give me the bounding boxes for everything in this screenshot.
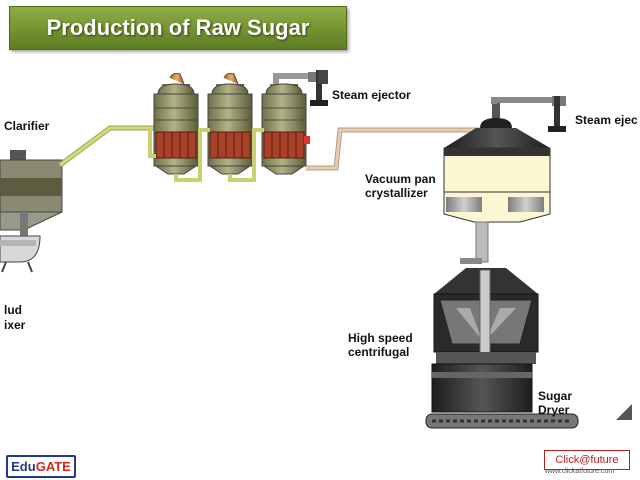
- mud-mixer-label-line2: ixer: [4, 318, 26, 332]
- juice-pipe: [58, 125, 160, 168]
- centrifugal-label-line2: centrifugal: [348, 345, 410, 359]
- title-banner: Production of Raw Sugar: [9, 6, 347, 50]
- dryer-label-line1: Sugar: [538, 389, 573, 403]
- evaporator-3: [261, 73, 310, 175]
- vacuum-pan-crystallizer: [443, 97, 555, 263]
- edugate-logo-part2: GATE: [35, 459, 71, 474]
- page-title: Production of Raw Sugar: [46, 15, 310, 40]
- evaporator-loops: [148, 128, 264, 182]
- mud-mixer-label-line1: lud: [4, 303, 22, 317]
- vacuum-pan-label-line1: Vacuum pan: [365, 172, 436, 186]
- dryer-label-line2: Dryer: [538, 403, 570, 417]
- evaporator-1: [153, 73, 199, 175]
- edugate-logo-part1: Edu: [11, 459, 36, 474]
- steam-ejector-1: [308, 70, 328, 106]
- centrifugal-label-line1: High speed: [348, 331, 413, 345]
- clickatfuture-url[interactable]: www.clickatfuture.com: [545, 468, 615, 475]
- clickatfuture-logo[interactable]: Click@future: [544, 450, 630, 470]
- clarifier-unit: [0, 150, 63, 240]
- vacuum-pan-label-line2: crystallizer: [365, 186, 428, 200]
- steam-ejector-label-2: Steam ejec: [575, 113, 638, 127]
- mud-mixer-unit: [0, 235, 41, 273]
- clarifier-label: Clarifier: [4, 119, 50, 133]
- edugate-logo[interactable]: EduGATE: [6, 455, 76, 478]
- high-speed-centrifugal: [433, 258, 539, 367]
- steam-ejector-label-1: Steam ejector: [332, 88, 411, 102]
- evaporator-2: [207, 73, 253, 175]
- sugar-dryer: [425, 363, 632, 429]
- steam-ejector-2: [548, 96, 566, 132]
